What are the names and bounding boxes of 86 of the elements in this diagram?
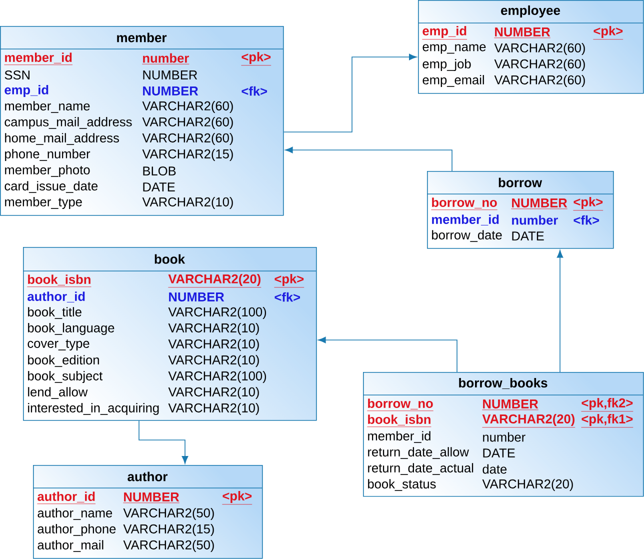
data-type: BLOB <box>143 166 176 176</box>
data-type: date <box>482 464 507 474</box>
column-name: cover_type <box>28 340 90 350</box>
data-type: VARCHAR2(100) <box>168 307 266 319</box>
data-type: VARCHAR2(15) <box>142 149 233 161</box>
data-type: VARCHAR2(10) <box>168 355 259 367</box>
column-name: author_mail <box>38 540 104 552</box>
column-name: book_edition <box>28 355 99 367</box>
data-type: VARCHAR2(20) <box>482 479 573 491</box>
data-type: NUMBER <box>169 292 224 302</box>
column-name: member_id <box>368 431 430 443</box>
column-name: interested_in_acquiring <box>28 403 159 415</box>
data-type: VARCHAR2(60) <box>142 117 233 129</box>
column-name: emp_job <box>422 59 471 71</box>
data-type: number <box>483 432 526 442</box>
column-name: author_phone <box>38 524 116 536</box>
table-title: borrow <box>498 178 542 188</box>
data-type: VARCHAR2(10) <box>168 403 259 415</box>
data-type: NUMBER <box>143 70 198 80</box>
data-type: VARCHAR2(100) <box>168 371 266 383</box>
column-name: phone_number <box>5 149 90 161</box>
key-marker: <fk> <box>242 86 267 96</box>
column-name: book_title <box>28 307 82 319</box>
column-name: member_id <box>432 214 499 226</box>
key-marker: <fk> <box>574 215 600 225</box>
table-title: author <box>128 472 168 482</box>
data-type: VARCHAR2(60) <box>494 75 585 87</box>
arrow <box>318 336 458 372</box>
table-title: member <box>117 32 167 42</box>
data-type: number <box>142 53 190 64</box>
arrow <box>285 146 452 172</box>
data-type: VARCHAR2(10) <box>168 339 259 351</box>
data-type: DATE <box>483 448 515 458</box>
data-type: VARCHAR2(20) <box>482 414 576 428</box>
column-name: book_language <box>28 323 114 335</box>
column-name: card_issue_date <box>4 181 98 193</box>
column-name: emp_email <box>422 75 484 87</box>
data-type: VARCHAR2(10) <box>168 323 259 335</box>
column-name: return_date_actual <box>368 463 474 475</box>
arrow <box>283 54 417 132</box>
table-title: borrow_books <box>459 378 548 389</box>
column-name: member_type <box>5 197 82 209</box>
column-name: member_photo <box>5 165 90 177</box>
column-name: emp_id <box>4 85 48 97</box>
column-name: borrow_date <box>432 230 502 242</box>
key-marker: <fk> <box>274 292 300 302</box>
arrow <box>138 420 188 464</box>
table-title: employee <box>501 5 560 18</box>
data-type: VARCHAR2(10) <box>142 197 233 209</box>
data-type: NUMBER <box>123 492 180 504</box>
data-type: NUMBER <box>511 198 568 210</box>
column-name: home_mail_address <box>5 133 119 145</box>
data-type: DATE <box>512 232 544 240</box>
data-type: VARCHAR2(60) <box>142 101 233 113</box>
column-name: borrow_no <box>367 398 434 412</box>
column-name: author_id <box>28 292 85 302</box>
data-type: VARCHAR2(15) <box>123 524 214 536</box>
data-type: NUMBER <box>494 28 551 38</box>
data-type: VARCHAR2(60) <box>494 59 585 71</box>
column-name: campus_mail_address <box>4 117 132 129</box>
column-name: emp_id <box>422 26 468 40</box>
column-name: emp_name <box>422 44 486 54</box>
data-type: VARCHAR2(50) <box>123 540 214 552</box>
column-name: author_id <box>37 492 96 504</box>
data-type: VARCHAR2(20) <box>168 274 262 288</box>
data-type: NUMBER <box>143 86 198 96</box>
column-name: member_name <box>5 101 90 113</box>
column-name: lend_allow <box>28 387 88 399</box>
data-type: VARCHAR2(50) <box>123 508 214 520</box>
data-type: number <box>512 215 558 225</box>
column-name: book_isbn <box>27 274 92 288</box>
column-name: book_subject <box>28 371 103 383</box>
arrow <box>556 250 564 372</box>
column-name: SSN <box>4 70 30 80</box>
table-title: book <box>154 254 186 264</box>
column-name: book_status <box>368 479 436 491</box>
data-type: VARCHAR2(60) <box>142 133 233 145</box>
data-type: DATE <box>143 182 175 192</box>
data-type: VARCHAR2(60) <box>494 43 585 55</box>
column-name: book_isbn <box>367 414 432 428</box>
column-name: author_name <box>38 508 112 520</box>
column-name: borrow_no <box>431 198 498 210</box>
column-name: member_id <box>4 52 73 66</box>
data-type: NUMBER <box>482 400 539 410</box>
column-name: return_date_allow <box>368 447 469 459</box>
data-type: VARCHAR2(10) <box>168 387 259 399</box>
